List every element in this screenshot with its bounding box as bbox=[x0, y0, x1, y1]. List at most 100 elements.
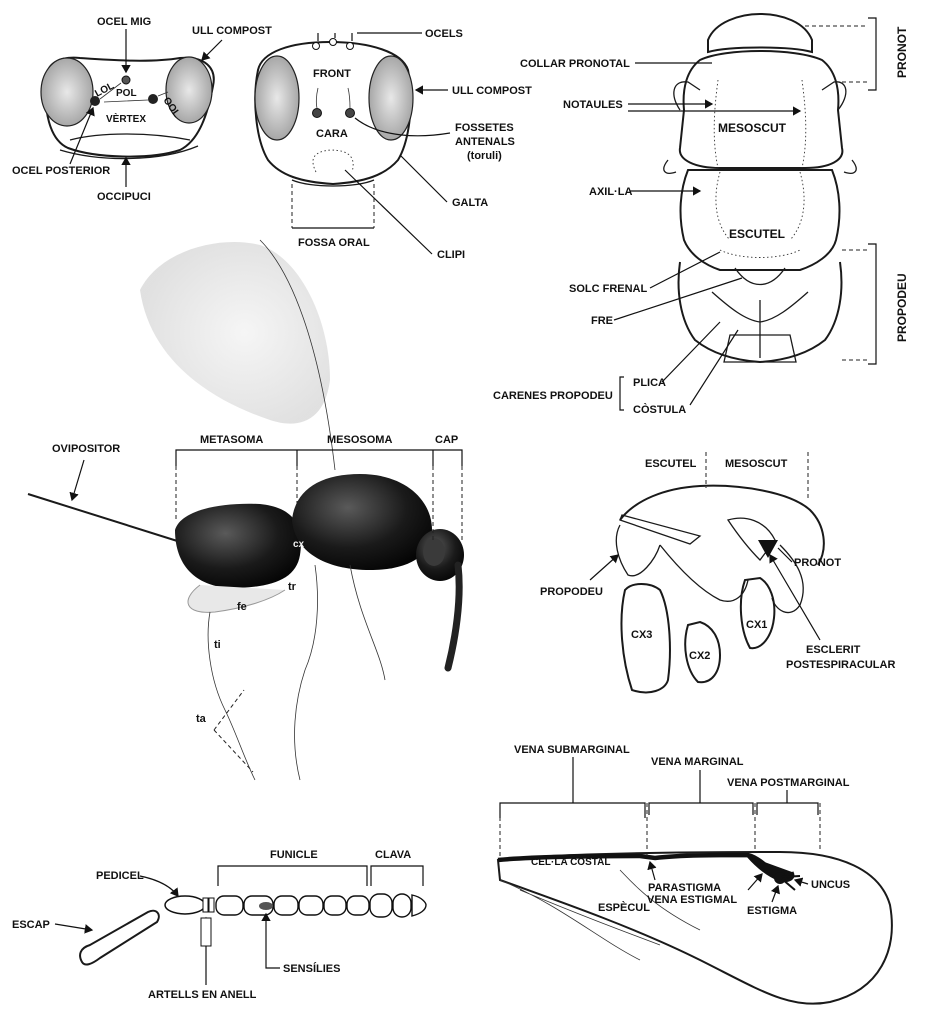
tegulae bbox=[664, 160, 856, 173]
plica-label: PLICA bbox=[633, 377, 666, 389]
vertex-label: VÈRTEX bbox=[106, 112, 146, 125]
pedicel-arrow bbox=[140, 876, 178, 896]
frontal-ocellus-2 bbox=[330, 39, 337, 46]
head-dorsal-view: LOL POL OOL VÈRTEX OCEL MIG ULL COMPOST … bbox=[12, 16, 272, 203]
vena-postmarginal-label: VENA POSTMARGINAL bbox=[727, 777, 850, 789]
occipital-carina bbox=[70, 134, 190, 140]
estigma-arrow bbox=[772, 886, 778, 902]
funicle-segment-4 bbox=[299, 896, 323, 915]
clava-label: CLAVA bbox=[375, 849, 411, 861]
propodeu-dashes bbox=[842, 250, 868, 360]
ovipositor-label: OVIPOSITOR bbox=[52, 443, 120, 455]
pronot-bracket bbox=[868, 18, 876, 90]
posterior-ocellus-right bbox=[148, 94, 158, 104]
mesoscutum-shape bbox=[680, 51, 843, 168]
funicle-bracket bbox=[218, 866, 367, 886]
propodeu-lateral-arrow bbox=[590, 555, 618, 580]
fossetes-label-3: (toruli) bbox=[467, 150, 502, 162]
sensilies-label: SENSÍLIES bbox=[283, 962, 340, 975]
uncus-label: UNCUS bbox=[811, 879, 850, 891]
pronotum-right-lobe bbox=[822, 82, 846, 110]
solc-frenal-leader bbox=[650, 252, 720, 288]
mesosoma-label: MESOSOMA bbox=[327, 434, 392, 446]
ta-label: ta bbox=[196, 713, 207, 725]
stigma bbox=[774, 872, 786, 884]
antenna-habitus bbox=[448, 565, 459, 668]
head-eye bbox=[423, 538, 445, 566]
vena-marginal-label: VENA MARGINAL bbox=[651, 756, 744, 768]
pronot-lateral-label: PRONOT bbox=[794, 557, 841, 569]
cx-label: cx bbox=[293, 539, 305, 550]
funicle-segment-1 bbox=[216, 896, 243, 915]
ocels-label: OCELS bbox=[425, 28, 463, 40]
frontal-ocellus-1 bbox=[313, 43, 320, 50]
lateral-dorsal-outline bbox=[620, 486, 824, 565]
front-label: FRONT bbox=[313, 68, 351, 80]
pedicel-label: PEDICEL bbox=[96, 870, 144, 882]
solc-frenal-label: SOLC FRENAL bbox=[569, 283, 648, 295]
ovipositor-shaft bbox=[28, 494, 190, 545]
pedicel-shape bbox=[165, 896, 205, 914]
antenna-diagram: FUNICLE CLAVA PEDICEL ESCAP SENSÍLIES AR… bbox=[12, 849, 426, 1001]
head-frontal-view: FRONT CARA OCELS ULL COMPOST FOSSETES AN… bbox=[255, 28, 532, 261]
estigma-label: ESTIGMA bbox=[747, 905, 797, 917]
cap-label: CAP bbox=[435, 434, 458, 446]
front-leg bbox=[350, 565, 385, 680]
metasoma-body bbox=[175, 504, 301, 588]
ull-compost-frontal-label: ULL COMPOST bbox=[452, 85, 532, 97]
mesoscut-lateral-label: MESOSCUT bbox=[725, 458, 788, 470]
fe-label: fe bbox=[237, 601, 247, 613]
funicle-segment-5 bbox=[324, 896, 346, 915]
frontal-ocellus-3 bbox=[347, 43, 354, 50]
pronot-dashes bbox=[805, 26, 868, 82]
ovipositor-arrow bbox=[72, 460, 84, 500]
escap-label: ESCAP bbox=[12, 919, 50, 931]
cx3-label: CX3 bbox=[631, 629, 652, 641]
wing-translucent bbox=[140, 242, 330, 424]
frontal-eye-right bbox=[369, 56, 413, 140]
ti-label: ti bbox=[214, 639, 221, 651]
fossetes-label-1: FOSSETES bbox=[455, 122, 514, 134]
especul-label: ESPÈCUL bbox=[598, 901, 650, 914]
mesosoma-body bbox=[292, 474, 432, 570]
anellus-1 bbox=[203, 898, 208, 912]
middle-leg bbox=[295, 565, 318, 780]
compound-eye-left bbox=[41, 58, 93, 126]
fossa-oral-dashes bbox=[292, 184, 374, 228]
vena-estigmal-arrow bbox=[748, 874, 762, 890]
clypeus-outline bbox=[313, 150, 353, 172]
plica-leader bbox=[662, 322, 720, 382]
habitus-lateral: OVIPOSITOR METASOMA MESOSOMA CAP cx tr f… bbox=[28, 240, 464, 780]
funicle-segment-6 bbox=[347, 896, 369, 915]
artells-pointer-box bbox=[201, 918, 211, 946]
torulus-left bbox=[313, 109, 322, 118]
hind-tibia bbox=[208, 612, 255, 780]
ta-dashes bbox=[214, 690, 253, 772]
fossa-oral-label: FOSSA ORAL bbox=[298, 237, 370, 249]
metasoma-label: METASOMA bbox=[200, 434, 263, 446]
marginal-bracket bbox=[649, 803, 753, 815]
parastigma-arrow bbox=[650, 862, 655, 880]
median-ocellus bbox=[122, 76, 130, 84]
torulus-right bbox=[346, 109, 355, 118]
occipuci-label: OCCIPUCI bbox=[97, 191, 151, 203]
fre-label: FRE bbox=[591, 315, 613, 327]
notaules-label: NOTAULES bbox=[563, 99, 623, 111]
clava-segment-2 bbox=[393, 894, 411, 917]
propodeum-ridge bbox=[620, 515, 700, 544]
clava-segments bbox=[370, 894, 426, 917]
ull-compost-dorsal-label: ULL COMPOST bbox=[192, 25, 272, 37]
collar-pronotal-label: COLLAR PRONOTAL bbox=[520, 58, 630, 70]
esclerit-label-1: ESCLERIT bbox=[806, 644, 861, 656]
habitus-top-bracket bbox=[176, 450, 462, 466]
escutel-lateral-label: ESCUTEL bbox=[645, 458, 697, 470]
pronot-label: PRONOT bbox=[895, 26, 909, 78]
wing-dashes bbox=[500, 803, 820, 858]
postmarginal-bracket bbox=[757, 803, 818, 815]
galta-label: GALTA bbox=[452, 197, 488, 209]
scrobes bbox=[316, 88, 350, 108]
clava-segment-1 bbox=[370, 894, 392, 917]
postspiracular-sclerite bbox=[758, 540, 778, 558]
galta-leader bbox=[400, 155, 447, 202]
